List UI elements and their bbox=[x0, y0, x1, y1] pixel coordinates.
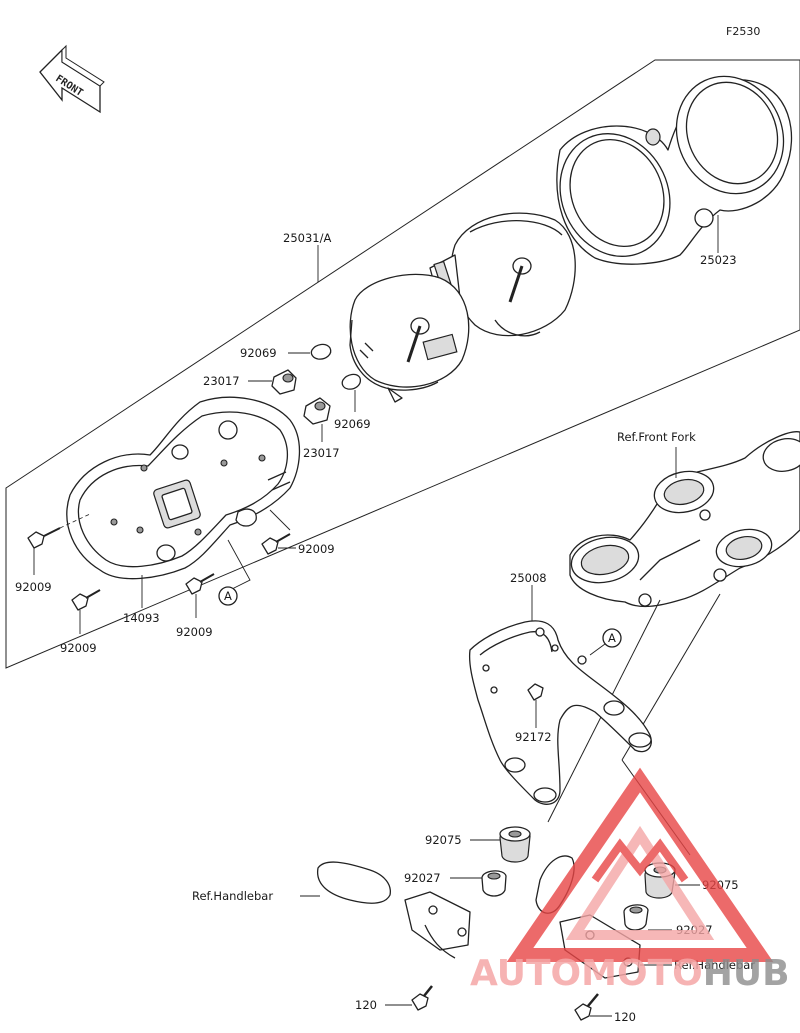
label-ref-handlebar-left: Ref.Handlebar bbox=[192, 889, 273, 903]
screw-lower-mid bbox=[185, 573, 215, 595]
bulb-2 bbox=[341, 373, 361, 390]
label-screw-right: 92009 bbox=[298, 542, 335, 556]
handlebar-clamp-left bbox=[317, 861, 471, 959]
socket-2 bbox=[303, 397, 331, 425]
figure-code: F2530 bbox=[726, 25, 760, 38]
callout-a-bracket-letter: A bbox=[608, 631, 616, 645]
label-bracket: 25008 bbox=[510, 571, 547, 585]
label-damper-left: 92075 bbox=[425, 833, 462, 847]
meter-bracket bbox=[468, 620, 652, 805]
bolt-right bbox=[574, 993, 599, 1021]
damper-left bbox=[499, 826, 531, 863]
label-meter-case-cover: 25023 bbox=[700, 253, 737, 267]
label-meter-assy: 25031/A bbox=[283, 231, 331, 245]
callout-a-bracket bbox=[602, 628, 622, 648]
collar-right bbox=[623, 904, 649, 931]
label-socket-2: 23017 bbox=[303, 446, 340, 460]
callout-a-meter bbox=[218, 586, 238, 606]
label-collar-left: 92027 bbox=[404, 871, 441, 885]
front-arrow-icon: FRONT bbox=[39, 44, 105, 114]
label-bolt-left: 120 bbox=[355, 998, 377, 1012]
meter-case-cover bbox=[556, 75, 793, 265]
watermark-text: AUTOMOTOHUB bbox=[470, 953, 790, 994]
socket-1 bbox=[271, 369, 297, 395]
label-bulb-1: 92069 bbox=[240, 346, 277, 360]
collar-left bbox=[481, 870, 507, 897]
bolt-left bbox=[411, 985, 433, 1011]
label-screw-lower-mid: 92009 bbox=[176, 625, 213, 639]
screw-right bbox=[261, 533, 291, 555]
callout-a-meter-letter: A bbox=[224, 589, 232, 603]
label-bolt-right: 120 bbox=[614, 1010, 636, 1024]
front-fork-bracket bbox=[569, 431, 800, 608]
watermark-end: HUB bbox=[703, 953, 790, 994]
watermark-main: AUTOMOTO bbox=[470, 953, 703, 994]
label-socket-1: 23017 bbox=[203, 374, 240, 388]
bulb-1 bbox=[310, 343, 332, 360]
label-lower-case: 14093 bbox=[123, 611, 160, 625]
lower-meter-case bbox=[66, 396, 301, 580]
label-screw-left: 92009 bbox=[15, 580, 52, 594]
label-screw-lower-left: 92009 bbox=[60, 641, 97, 655]
screw-left bbox=[27, 513, 91, 549]
label-ref-front-fork: Ref.Front Fork bbox=[617, 430, 696, 444]
label-bolt-bracket: 92172 bbox=[515, 730, 552, 744]
label-bulb-2: 92069 bbox=[334, 417, 371, 431]
screw-lower-left bbox=[71, 589, 101, 611]
bolt-bracket bbox=[527, 683, 544, 701]
meter-gauge-speedometer bbox=[349, 273, 470, 403]
watermark-logo-icon bbox=[506, 767, 774, 962]
meter-assembly-group-box bbox=[5, 59, 800, 669]
